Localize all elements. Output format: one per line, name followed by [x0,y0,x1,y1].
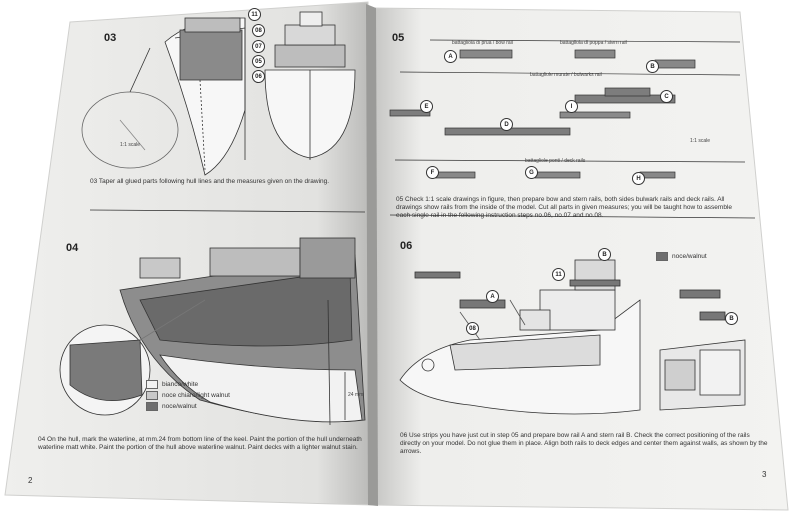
step03-scale-label: 1:1 scale [120,142,141,148]
step05-scale-label: 1:1 scale [690,138,711,144]
step06-legend-walnut: noce/walnut [656,252,707,261]
step03-tag-07: 07 [252,40,265,53]
step04-hull-drawing [59,237,366,426]
step05-caption: 05 Check 1:1 scale drawings in figure, t… [396,196,732,219]
step04-waterline-label: 24 mm [348,392,364,398]
step05-header-bow: battagliola di prua / bow rail [452,40,513,46]
spine-shadow [366,4,378,506]
step04-caption: 04 On the hull, mark the waterline, at m… [38,436,362,451]
step05-tag-c: C [660,90,673,103]
step06-tag-b: B [598,248,611,261]
step05-tag-e: E [420,100,433,113]
step05-tag-a: A [444,50,457,63]
step04-number: 04 [66,242,79,254]
swatch-walnut [656,252,668,261]
step03-caption: 03 Taper all glued parts following hull … [90,178,330,185]
legend-label: noce/walnut [672,253,707,260]
step06-assembly-drawing [399,259,746,415]
step05-header-deck: battagliole ponti / deck rails [525,158,586,164]
step05-header-bulwarks: battagliole murate / bulwarks rail [530,72,602,78]
step03-tag-05: 05 [252,55,265,68]
step05-tag-i: I [565,100,578,113]
step03-tag-11: 11 [248,8,261,21]
step05-number: 05 [392,32,405,44]
legend-label: bianco/white [162,381,199,388]
step03-number: 03 [104,32,117,44]
step03-tag-08: 08 [252,24,265,37]
step05-tag-f: F [426,166,439,179]
step06-tag-a: A [486,290,499,303]
swatch-white [146,380,158,389]
step06-tag-11: 11 [552,268,565,281]
swatch-walnut [146,402,158,411]
right-page-number: 3 [762,470,767,479]
step06-number: 06 [400,240,413,252]
step06-tag-b-detail: B [725,312,738,325]
step04-legend-walnut: noce/walnut [146,402,197,411]
legend-label: noce/walnut [162,403,197,410]
step05-header-stern: battagliola di poppa / stern rail [560,40,627,46]
step06-tag-08: 08 [466,322,479,335]
swatch-light-walnut [146,391,158,400]
step06-caption: 06 Use strips you have just cut in step … [400,432,768,455]
step05-rails-drawing [389,39,746,179]
step03-tag-06: 06 [252,70,265,83]
legend-label: noce chiaro/light walnut [162,392,230,399]
step05-tag-b: B [646,60,659,73]
step05-tag-d: D [500,118,513,131]
step05-tag-g: G [525,166,538,179]
step04-legend-light-walnut: noce chiaro/light walnut [146,391,230,400]
left-page-number: 2 [28,476,33,485]
step05-tag-h: H [632,172,645,185]
step03-drawing [81,11,356,176]
step04-legend-white: bianco/white [146,380,198,389]
